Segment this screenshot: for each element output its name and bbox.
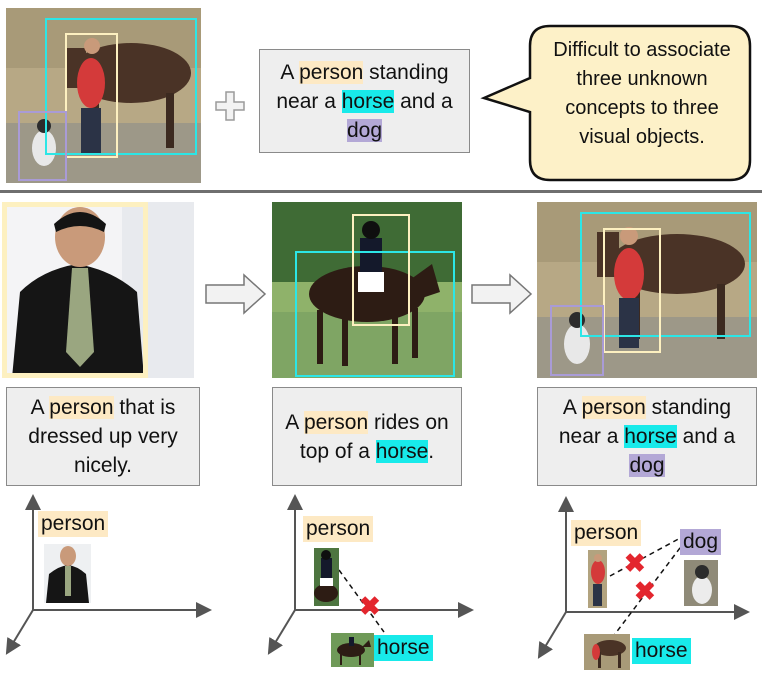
step1-person-label: person (38, 511, 109, 537)
caption-text-part: A (280, 60, 300, 84)
dog-word: dog (629, 454, 665, 477)
step3-dog-bbox (550, 305, 604, 376)
top-caption-box: A person standing near a horse and a dog (259, 49, 470, 153)
step2-horse-label: horse (374, 635, 433, 661)
step3-horse-bbox (580, 212, 751, 337)
step3-dog-thumbnail (684, 560, 718, 606)
mismatch-cross-icon: ✖ (624, 548, 646, 578)
person-word: person (49, 396, 114, 419)
dog-word: dog (346, 118, 383, 142)
step3-caption-text: A person standing near a horse and a dog (546, 393, 748, 480)
step2-caption-text: A person rides on top of a horse. (281, 408, 453, 466)
caption-text-part: and a (394, 89, 453, 113)
top-dog-bbox (18, 111, 67, 181)
step2-caption-box: A person rides on top of a horse. (272, 387, 462, 486)
caption-text-part: . (428, 439, 435, 463)
person-word: person (303, 410, 369, 434)
step3-horse-label: horse (632, 638, 691, 664)
plus-icon (215, 91, 245, 121)
caption-text-part: standing near a (276, 60, 449, 113)
step3-person-label: person (571, 520, 642, 546)
step3-person-thumbnail (588, 550, 607, 608)
person-word: person (581, 396, 646, 419)
bubble-text: Difficult to associate three unknown con… (553, 39, 731, 148)
step1-person-thumbnail (44, 544, 91, 603)
step1-caption-box: A person that is dressed up very nicely. (6, 387, 200, 486)
horse-word: horse (375, 439, 429, 463)
arrow-icon (470, 272, 534, 316)
step2-person-bbox (352, 214, 410, 326)
step3-person-bbox (603, 228, 661, 353)
step2-photo-rider (272, 202, 462, 378)
caption-text-part: A (562, 396, 582, 419)
step1-photo-person (2, 202, 194, 378)
horse-word: horse (624, 425, 677, 448)
step1-caption-text: A person that is dressed up very nicely. (15, 393, 191, 480)
step3-caption-box: A person standing near a horse and a dog (537, 387, 757, 486)
step3-photo-farm-scene (537, 202, 757, 378)
step2-person-label: person (303, 516, 374, 542)
speech-bubble: Difficult to associate three unknown con… (478, 20, 756, 188)
caption-text-part: that is dressed up very nicely. (28, 396, 178, 477)
step2-horse-thumbnail (331, 633, 374, 667)
step3-embedding-axes (528, 490, 758, 670)
mismatch-cross-icon: ✖ (634, 576, 656, 606)
top-horse-bbox (45, 18, 197, 155)
top-caption-text: A person standing near a horse and a dog (268, 58, 461, 145)
arrow-icon (204, 272, 268, 316)
horse-word: horse (341, 89, 395, 113)
step3-dog-label: dog (680, 529, 722, 555)
caption-text-part: and a (676, 425, 736, 448)
step2-person-thumbnail (314, 548, 339, 606)
mismatch-cross-icon: ✖ (359, 591, 381, 621)
step1-embedding-axes (0, 490, 215, 660)
step3-horse-thumbnail (584, 634, 630, 670)
caption-text-part: rides on top of a (299, 410, 449, 463)
caption-text-part: A (285, 410, 304, 434)
step2-embedding-axes (262, 490, 477, 660)
person-word: person (299, 60, 364, 84)
top-person-bbox (65, 33, 118, 158)
section-divider (0, 190, 762, 193)
step2-horse-bbox (295, 251, 455, 377)
caption-text-part: A (30, 396, 50, 419)
top-photo-farm-scene (6, 8, 201, 183)
caption-text-part: standing near a (558, 396, 732, 448)
step1-person-bbox (2, 202, 148, 378)
